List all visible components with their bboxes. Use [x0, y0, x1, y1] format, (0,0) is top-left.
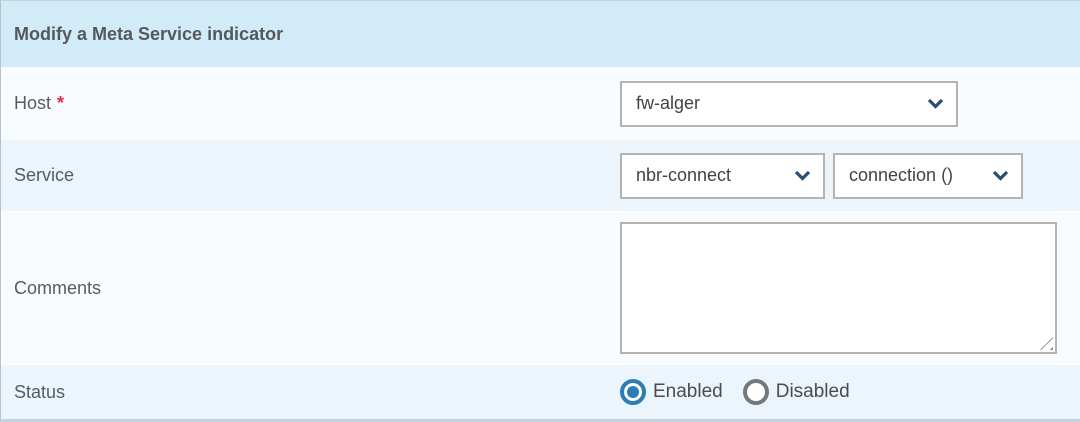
radio-unselected-icon[interactable]	[742, 379, 769, 405]
service-metric-select[interactable]: connection ()	[833, 152, 1023, 199]
radio-selected-icon[interactable]	[620, 379, 646, 405]
service-metric-value: connection ()	[849, 165, 954, 185]
service-label-text: Service	[14, 165, 75, 185]
comments-textarea-wrap	[620, 222, 1057, 354]
comments-row: Comments	[1, 211, 1080, 365]
comments-label: Comments	[1, 278, 620, 299]
status-disabled-label: Disabled	[775, 381, 850, 402]
status-enabled-label: Enabled	[653, 381, 723, 402]
comments-label-text: Comments	[14, 277, 102, 298]
service-label: Service	[1, 165, 620, 186]
status-label: Status	[1, 382, 620, 403]
form-header: Modify a Meta Service indicator	[1, 1, 1080, 67]
service-row: Service nbr-connect connection ()	[1, 140, 1080, 211]
host-select-value: fw-alger	[636, 93, 701, 113]
status-row: Status Enabled Disabled	[1, 365, 1080, 419]
status-label-text: Status	[14, 381, 66, 402]
host-label-text: Host	[14, 93, 52, 113]
host-row: Host* fw-alger	[1, 67, 1080, 140]
host-label: Host*	[1, 93, 620, 114]
chevron-down-icon	[992, 170, 1009, 181]
status-option-disabled[interactable]: Disabled	[742, 379, 850, 405]
chevron-down-icon	[794, 170, 811, 181]
service-select[interactable]: nbr-connect	[620, 152, 825, 199]
status-radio-group: Enabled Disabled	[620, 379, 850, 405]
chevron-down-icon	[927, 98, 944, 109]
service-select-value: nbr-connect	[636, 165, 732, 185]
comments-textarea[interactable]	[620, 222, 1057, 354]
page-title: Modify a Meta Service indicator	[14, 23, 284, 44]
host-select[interactable]: fw-alger	[620, 80, 958, 127]
required-asterisk: *	[57, 93, 65, 113]
status-option-enabled[interactable]: Enabled	[620, 379, 723, 405]
